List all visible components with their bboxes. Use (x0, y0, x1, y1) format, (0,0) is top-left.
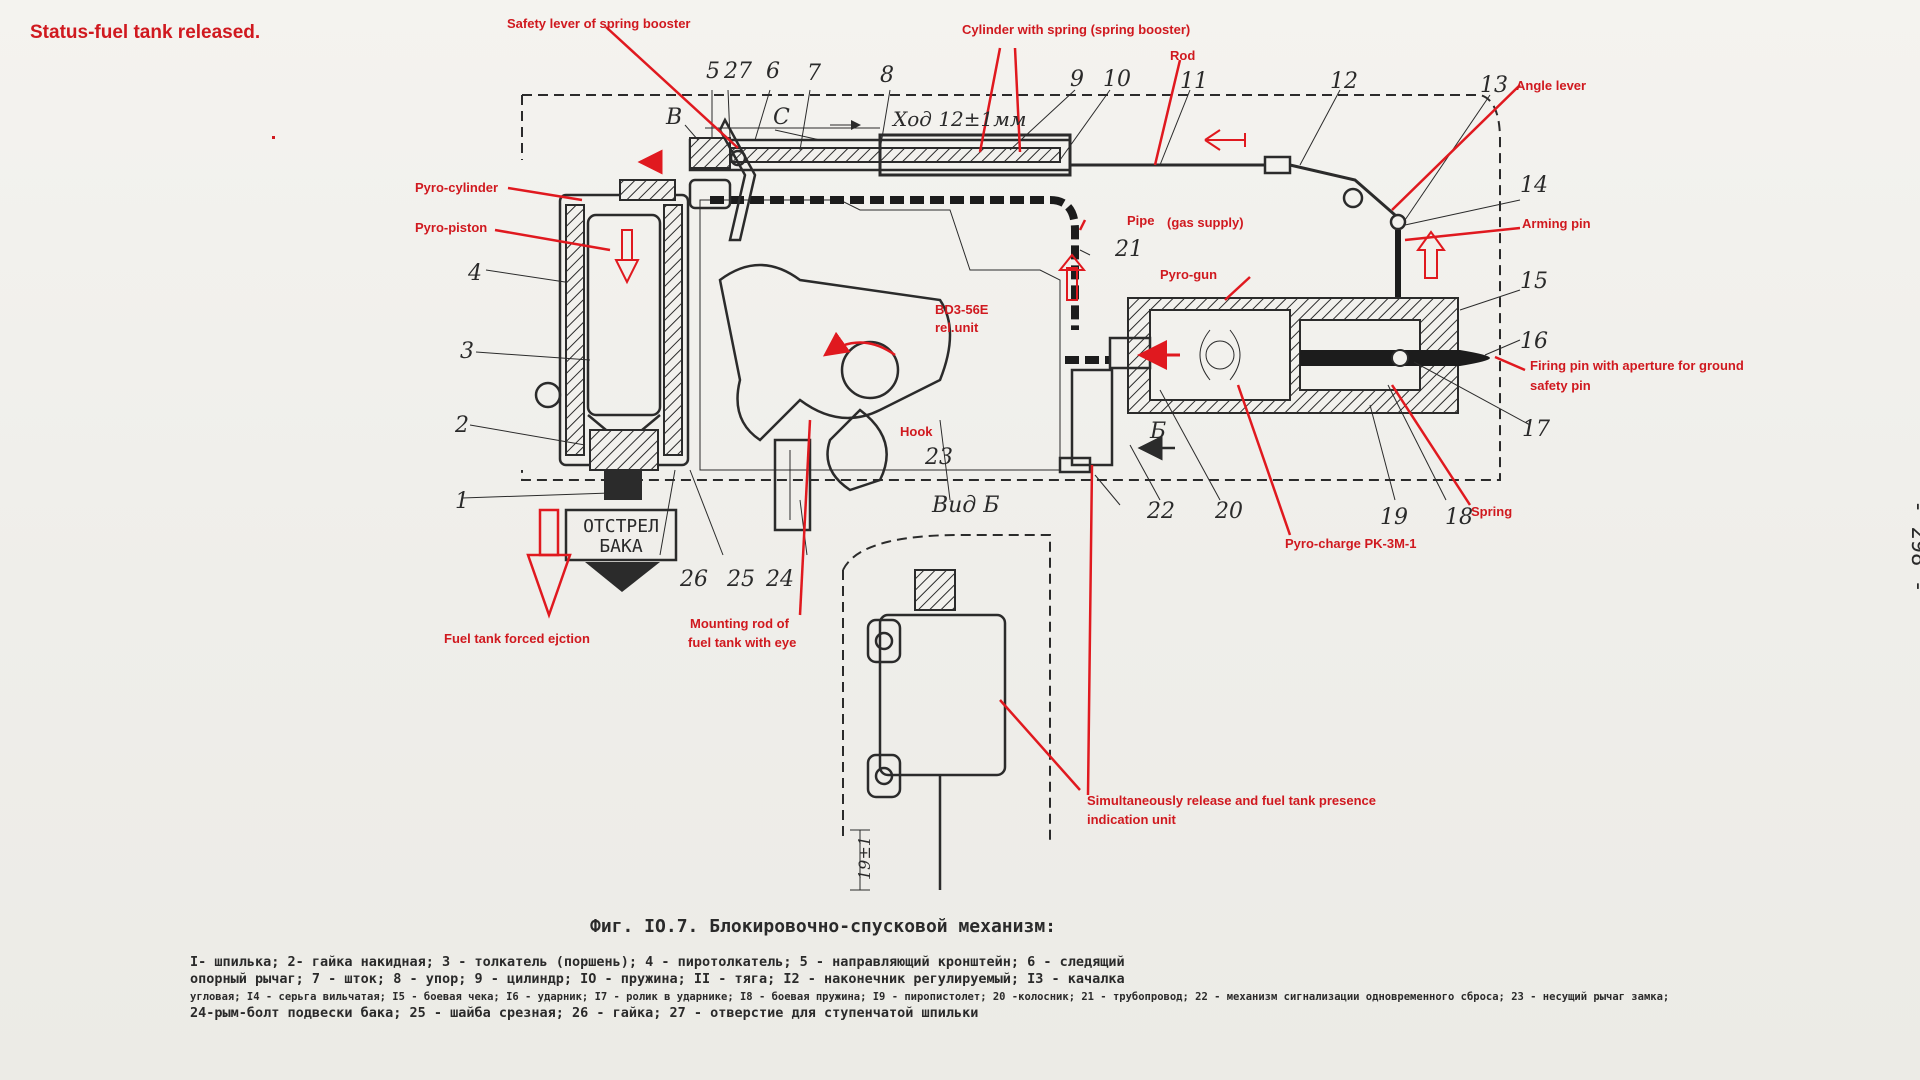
motion-arrows (614, 129, 1446, 461)
num-16: 16 (1520, 329, 1548, 354)
label-gas-supply: (gas supply) (1167, 215, 1244, 230)
caption-line-3: угловая; I4 - серьга вильчатая; I5 - бое… (190, 991, 1669, 1003)
view-b-title: Вид Б (931, 493, 999, 518)
num-18: 18 (1445, 505, 1473, 530)
part-numbers: 1 2 3 4 5 6 7 8 9 10 11 12 13 14 15 16 1… (454, 59, 1550, 592)
num-5: 5 (706, 59, 720, 84)
angle-lever-pivot (1342, 187, 1364, 209)
label-firing-pin-2: safety pin (1530, 378, 1591, 393)
num-7: 7 (807, 61, 821, 86)
pyro-cylinder-assembly (534, 179, 690, 500)
num-20: 20 (1214, 499, 1243, 524)
pyro-gun (1058, 297, 1490, 474)
num-21: 21 (1114, 237, 1143, 262)
num-8: 8 (880, 63, 894, 88)
label-pipe: Pipe (1127, 213, 1154, 228)
label-pyro-piston: Pyro-piston (415, 220, 487, 235)
label-firing-pin-1: Firing pin with aperture for ground (1530, 358, 1744, 373)
gas-pipe (710, 196, 1079, 330)
otstrel-text-2: БАКА (599, 536, 643, 557)
otstrel-arrow (585, 562, 660, 592)
num-17: 17 (1522, 417, 1550, 442)
view-b-unit (842, 534, 1051, 891)
num-12: 12 (1330, 69, 1358, 94)
label-safety-lever: Safety lever of spring booster (507, 16, 691, 31)
num-4: 4 (467, 261, 482, 286)
spring-booster-cylinder (688, 120, 1072, 177)
num-2: 2 (454, 413, 469, 438)
caption: Фиг. IO.7. Блокировочно-спусковой механи… (190, 916, 1669, 1021)
num-6: 6 (766, 59, 780, 84)
letter-view-b: Б (1149, 419, 1166, 444)
num-10: 10 (1103, 67, 1131, 92)
label-pyro-charge: Pyro-charge PK-3M-1 (1285, 536, 1416, 551)
num-19: 19 (1380, 505, 1408, 530)
num-3: 3 (460, 339, 474, 364)
number-leaders (461, 89, 1531, 556)
otstrel-box (564, 508, 678, 562)
angle-lever (1289, 163, 1396, 217)
label-pyro-cylinder: Pyro-cylinder (415, 180, 498, 195)
safety-lever (688, 117, 757, 242)
label-spring: Spring (1471, 504, 1512, 519)
label-arming-pin: Arming pin (1522, 216, 1591, 231)
num-11: 11 (1180, 69, 1208, 94)
status-title: Status-fuel tank released. (30, 22, 260, 43)
caption-title: Фиг. IO.7. Блокировочно-спусковой механи… (590, 916, 1056, 937)
page-number: - 298 - (1906, 500, 1920, 593)
num-15: 15 (1520, 269, 1548, 294)
fuel-tank-ejection-arrow (526, 508, 572, 619)
caption-line-4: 24-рым-болт подвески бака; 25 - шайба ср… (190, 1005, 978, 1021)
num-22: 22 (1146, 499, 1175, 524)
label-bd3-1: BD3-56E (935, 302, 989, 317)
stroke-dimension: Ход 12±1мм (891, 107, 1026, 131)
num-27: 27 (723, 59, 752, 84)
num-13: 13 (1480, 73, 1508, 98)
label-hook: Hook (900, 424, 933, 439)
rod-tip (1263, 155, 1292, 175)
num-14: 14 (1520, 173, 1548, 198)
label-fuel-tank-ejection: Fuel tank forced ejction (444, 631, 590, 646)
letter-c: С (773, 105, 790, 130)
label-bd3-2: rel.unit (935, 320, 979, 335)
label-angle-lever: Angle lever (1516, 78, 1586, 93)
num-23: 23 (924, 445, 953, 470)
annotation-labels: Safety lever of spring booster Cylinder … (415, 16, 1744, 827)
num-1: 1 (455, 489, 469, 514)
letter-b: В (665, 105, 682, 130)
annotation-leaders (494, 26, 1526, 796)
red-dot (272, 136, 275, 139)
dim-19: 19±1 (855, 836, 874, 880)
caption-line-2: опорный рычаг; 7 - шток; 8 - упор; 9 - ц… (190, 971, 1125, 987)
label-mounting-rod-1: Mounting rod of (690, 616, 790, 631)
num-26: 26 (679, 567, 708, 592)
label-rod: Rod (1170, 48, 1195, 63)
label-cylinder-spring: Cylinder with spring (spring booster) (962, 22, 1190, 37)
otstrel-text-1: ОТСТРЕЛ (583, 516, 659, 537)
label-simul-2: indication unit (1087, 812, 1176, 827)
label-mounting-rod-2: fuel tank with eye (688, 635, 796, 650)
outer-frame (521, 94, 1501, 481)
angle-lever-joint (1389, 213, 1407, 231)
num-9: 9 (1070, 67, 1084, 92)
caption-line-1: I- шпилька; 2- гайка накидная; 3 - толка… (190, 954, 1125, 970)
num-24: 24 (765, 567, 794, 592)
label-pyro-gun: Pyro-gun (1160, 267, 1217, 282)
num-25: 25 (726, 567, 755, 592)
label-simul-1: Simultaneously release and fuel tank pre… (1087, 793, 1376, 808)
release-unit-body (699, 199, 1061, 532)
